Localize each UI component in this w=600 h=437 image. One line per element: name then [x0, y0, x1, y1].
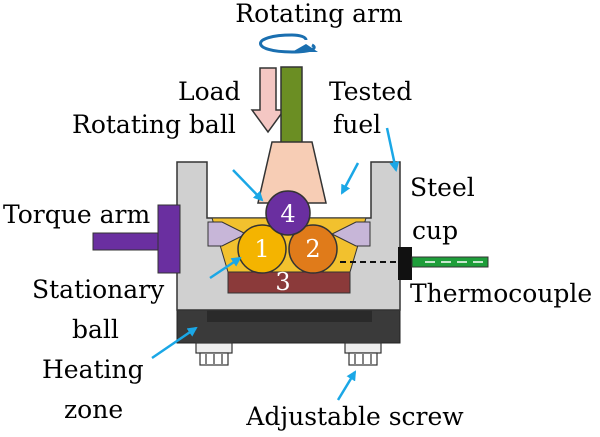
collet [257, 141, 327, 204]
rotating-ball-pointer [232, 169, 264, 202]
rotation-arrow-icon [259, 33, 318, 54]
tested-fuel-pointer [340, 162, 360, 195]
label-tested: Tested [329, 77, 412, 106]
label-zone: zone [64, 395, 123, 424]
ball-2-number: 2 [305, 235, 320, 263]
stationary-plate [227, 271, 351, 294]
heating-zone-pointer [151, 326, 198, 360]
right-screw [344, 342, 382, 366]
stationary-ball-pointer [209, 256, 242, 280]
label-fuel: fuel [333, 110, 381, 139]
ball-3-number: 3 [275, 268, 290, 296]
label-rotating-arm: Rotating arm [235, 0, 403, 28]
label-ball: ball [72, 315, 119, 344]
label-stationary: Stationary [32, 275, 165, 304]
label-rotating-ball: Rotating ball [72, 110, 236, 139]
label-thermocouple: Thermocouple [410, 279, 592, 308]
adjustable-screw-pointer [336, 370, 357, 401]
label-cup: cup [412, 216, 458, 245]
ball-1-number: 1 [254, 235, 269, 263]
load-arrow-icon [250, 67, 286, 134]
torque-arm-block [157, 204, 181, 274]
thermocouple-connector [398, 247, 412, 280]
label-torque-arm: Torque arm [3, 200, 150, 229]
label-heating: Heating [42, 355, 144, 384]
label-adjustable-screw: Adjustable screw [245, 402, 464, 431]
ball-2 [288, 224, 338, 274]
ball-1 [237, 224, 287, 274]
torque-arm [92, 232, 164, 251]
right-clamp [330, 221, 371, 247]
label-steel: Steel [410, 173, 475, 202]
spindle-shaft [280, 66, 303, 146]
ball-4 [265, 190, 311, 236]
left-screw [195, 342, 233, 366]
left-clamp [207, 221, 248, 247]
steel-cup-pointer [385, 127, 400, 172]
ball-4-number: 4 [280, 200, 295, 228]
label-load: Load [178, 77, 241, 106]
